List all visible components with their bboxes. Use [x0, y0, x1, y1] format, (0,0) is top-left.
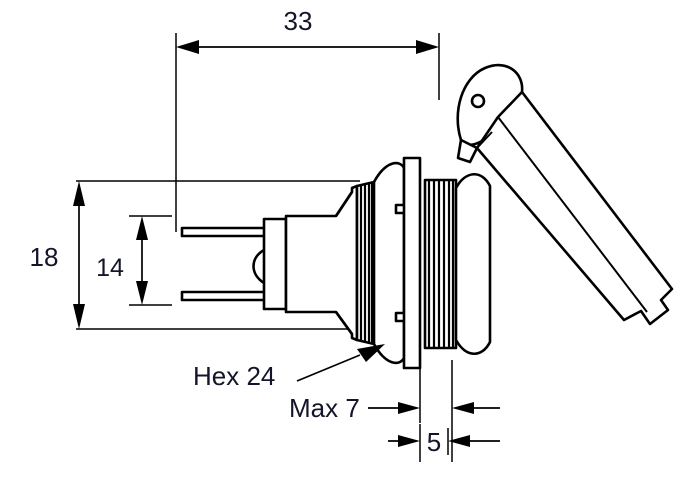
dimension-max-7: Max 7	[289, 368, 421, 423]
dimension-label-14: 14	[96, 254, 124, 282]
dimension-flange-5: 5	[388, 360, 500, 462]
dimension-overall-length: 33	[175, 6, 440, 232]
arrowhead-bottom-14	[136, 281, 148, 305]
leader-line-hex-24	[296, 354, 361, 382]
threaded-barrel	[423, 178, 458, 350]
hex-flange	[372, 161, 406, 365]
terminal-pin-lower	[180, 290, 274, 302]
dimension-overall-height: 18	[30, 180, 360, 330]
dimension-label-max-7: Max 7	[289, 393, 360, 423]
hex-nut	[355, 180, 376, 346]
arrowhead-bottom-18	[73, 304, 85, 329]
arrowhead-top-14	[136, 216, 148, 240]
front-bezel	[454, 172, 492, 356]
terminal-pin-upper	[180, 226, 274, 238]
dimension-label-18: 18	[30, 242, 59, 272]
arrowhead-5-lower-right	[448, 435, 470, 447]
strap-root-notch	[456, 138, 479, 164]
arrowhead-hex-24	[357, 344, 385, 362]
socket-body	[284, 184, 359, 342]
panel-spacer	[402, 156, 422, 370]
arrowhead-max7	[398, 402, 420, 414]
arrowhead-right-33	[416, 40, 439, 54]
dimension-label-5: 5	[427, 427, 441, 457]
arrowhead-5-lower-left	[398, 435, 420, 447]
annotation-hex-24: Hex 24	[193, 344, 385, 391]
pivot-hole	[470, 93, 486, 109]
arrowhead-5-upper-right	[452, 402, 474, 414]
arrowhead-top-18	[73, 181, 85, 206]
annotation-label-hex-24: Hex 24	[193, 361, 275, 391]
arrowhead-left-33	[176, 40, 199, 54]
dimension-inner-height: 14	[96, 215, 172, 306]
cap-strap	[475, 90, 674, 326]
dimension-label-33: 33	[284, 6, 313, 36]
